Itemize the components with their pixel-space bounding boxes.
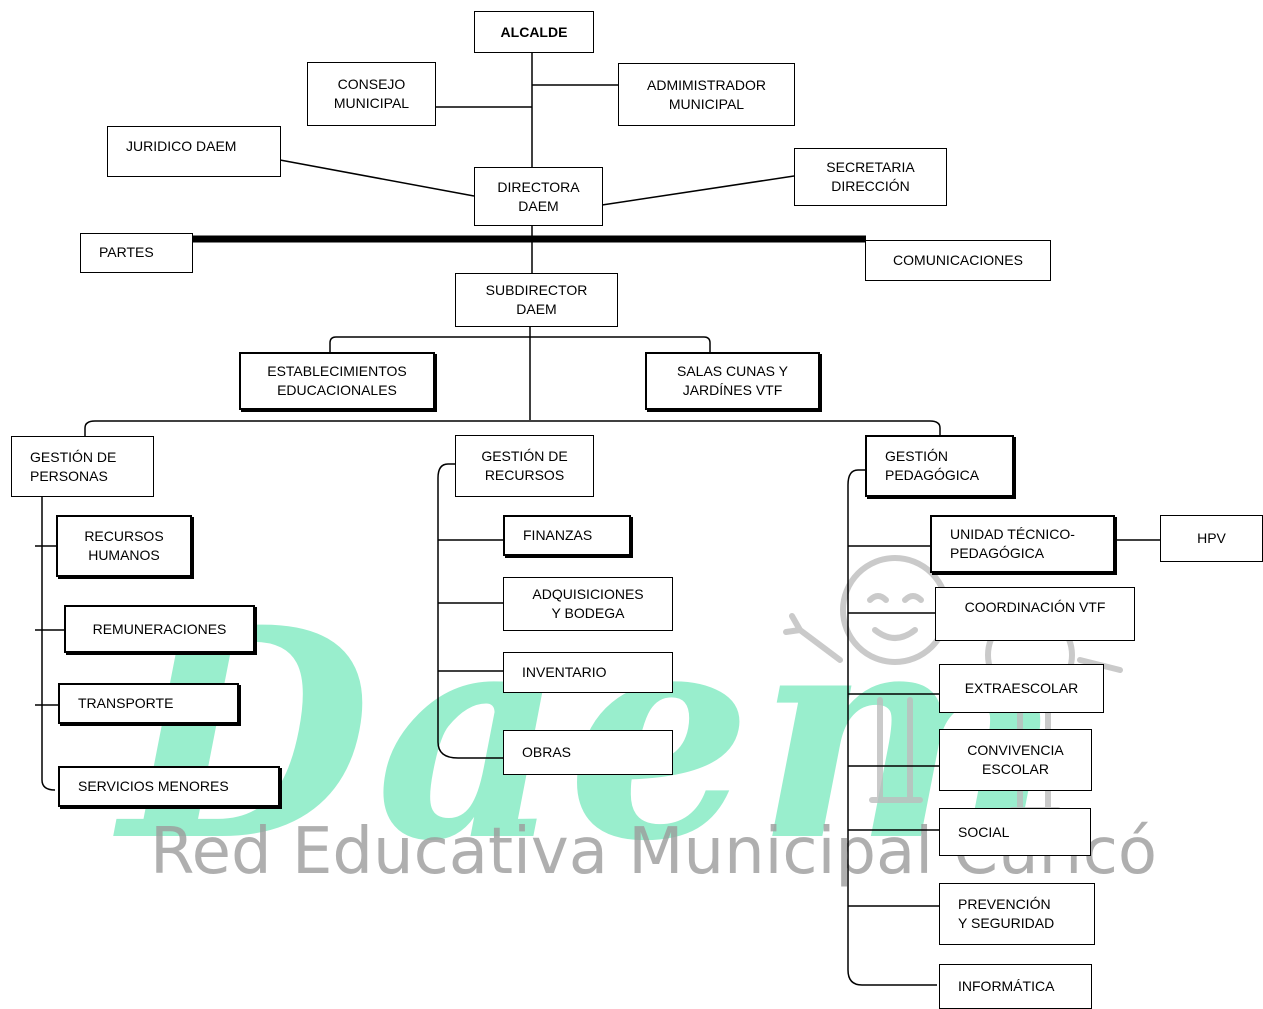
transporte-box: TRANSPORTE (58, 683, 239, 724)
servicios-menores-box: SERVICIOS MENORES (58, 766, 280, 807)
secretaria-direccion-box: SECRETARIA DIRECCIÓN (794, 148, 947, 206)
prevencion-seguridad-box: PREVENCIÓN Y SEGURIDAD (939, 883, 1095, 945)
recursos-humanos-box: RECURSOS HUMANOS (56, 515, 192, 577)
obras-box: OBRAS (503, 730, 673, 775)
consejo-municipal-box: CONSEJO MUNICIPAL (307, 62, 436, 126)
comunicaciones-box: COMUNICACIONES (865, 240, 1051, 281)
social-box: SOCIAL (939, 808, 1091, 856)
directora-daem-box: DIRECTORA DAEM (474, 167, 603, 226)
convivencia-escolar-box: CONVIVENCIA ESCOLAR (939, 729, 1092, 791)
partes-box: PARTES (80, 233, 193, 273)
inventario-box: INVENTARIO (503, 652, 673, 693)
coordinacion-vtf-box: COORDINACIÓN VTF (935, 587, 1135, 641)
establecimientos-educacionales-box: ESTABLECIMIENTOS EDUCACIONALES (239, 352, 435, 410)
adquisiciones-bodega-box: ADQUISICIONES Y BODEGA (503, 577, 673, 631)
salas-cunas-jardines-box: SALAS CUNAS Y JARDÍNES VTF (645, 352, 820, 410)
finanzas-box: FINANZAS (503, 515, 631, 556)
gestion-pedagogica-box: GESTIÓN PEDAGÓGICA (865, 435, 1014, 497)
administrador-municipal-box: ADMIMISTRADOR MUNICIPAL (618, 63, 795, 126)
remuneraciones-box: REMUNERACIONES (64, 605, 255, 653)
hpv-box: HPV (1160, 515, 1263, 562)
gestion-recursos-box: GESTIÓN DE RECURSOS (455, 435, 594, 497)
juridico-daem-box: JURIDICO DAEM (107, 126, 281, 177)
extraescolar-box: EXTRAESCOLAR (939, 664, 1104, 713)
gestion-personas-box: GESTIÓN DE PERSONAS (11, 436, 154, 497)
subdirector-daem-box: SUBDIRECTOR DAEM (455, 273, 618, 327)
informatica-box: INFORMÁTICA (939, 964, 1092, 1009)
unidad-tecnico-pedagogica-box: UNIDAD TÉCNICO- PEDAGÓGICA (930, 515, 1115, 573)
alcalde-box: ALCALDE (474, 11, 594, 53)
